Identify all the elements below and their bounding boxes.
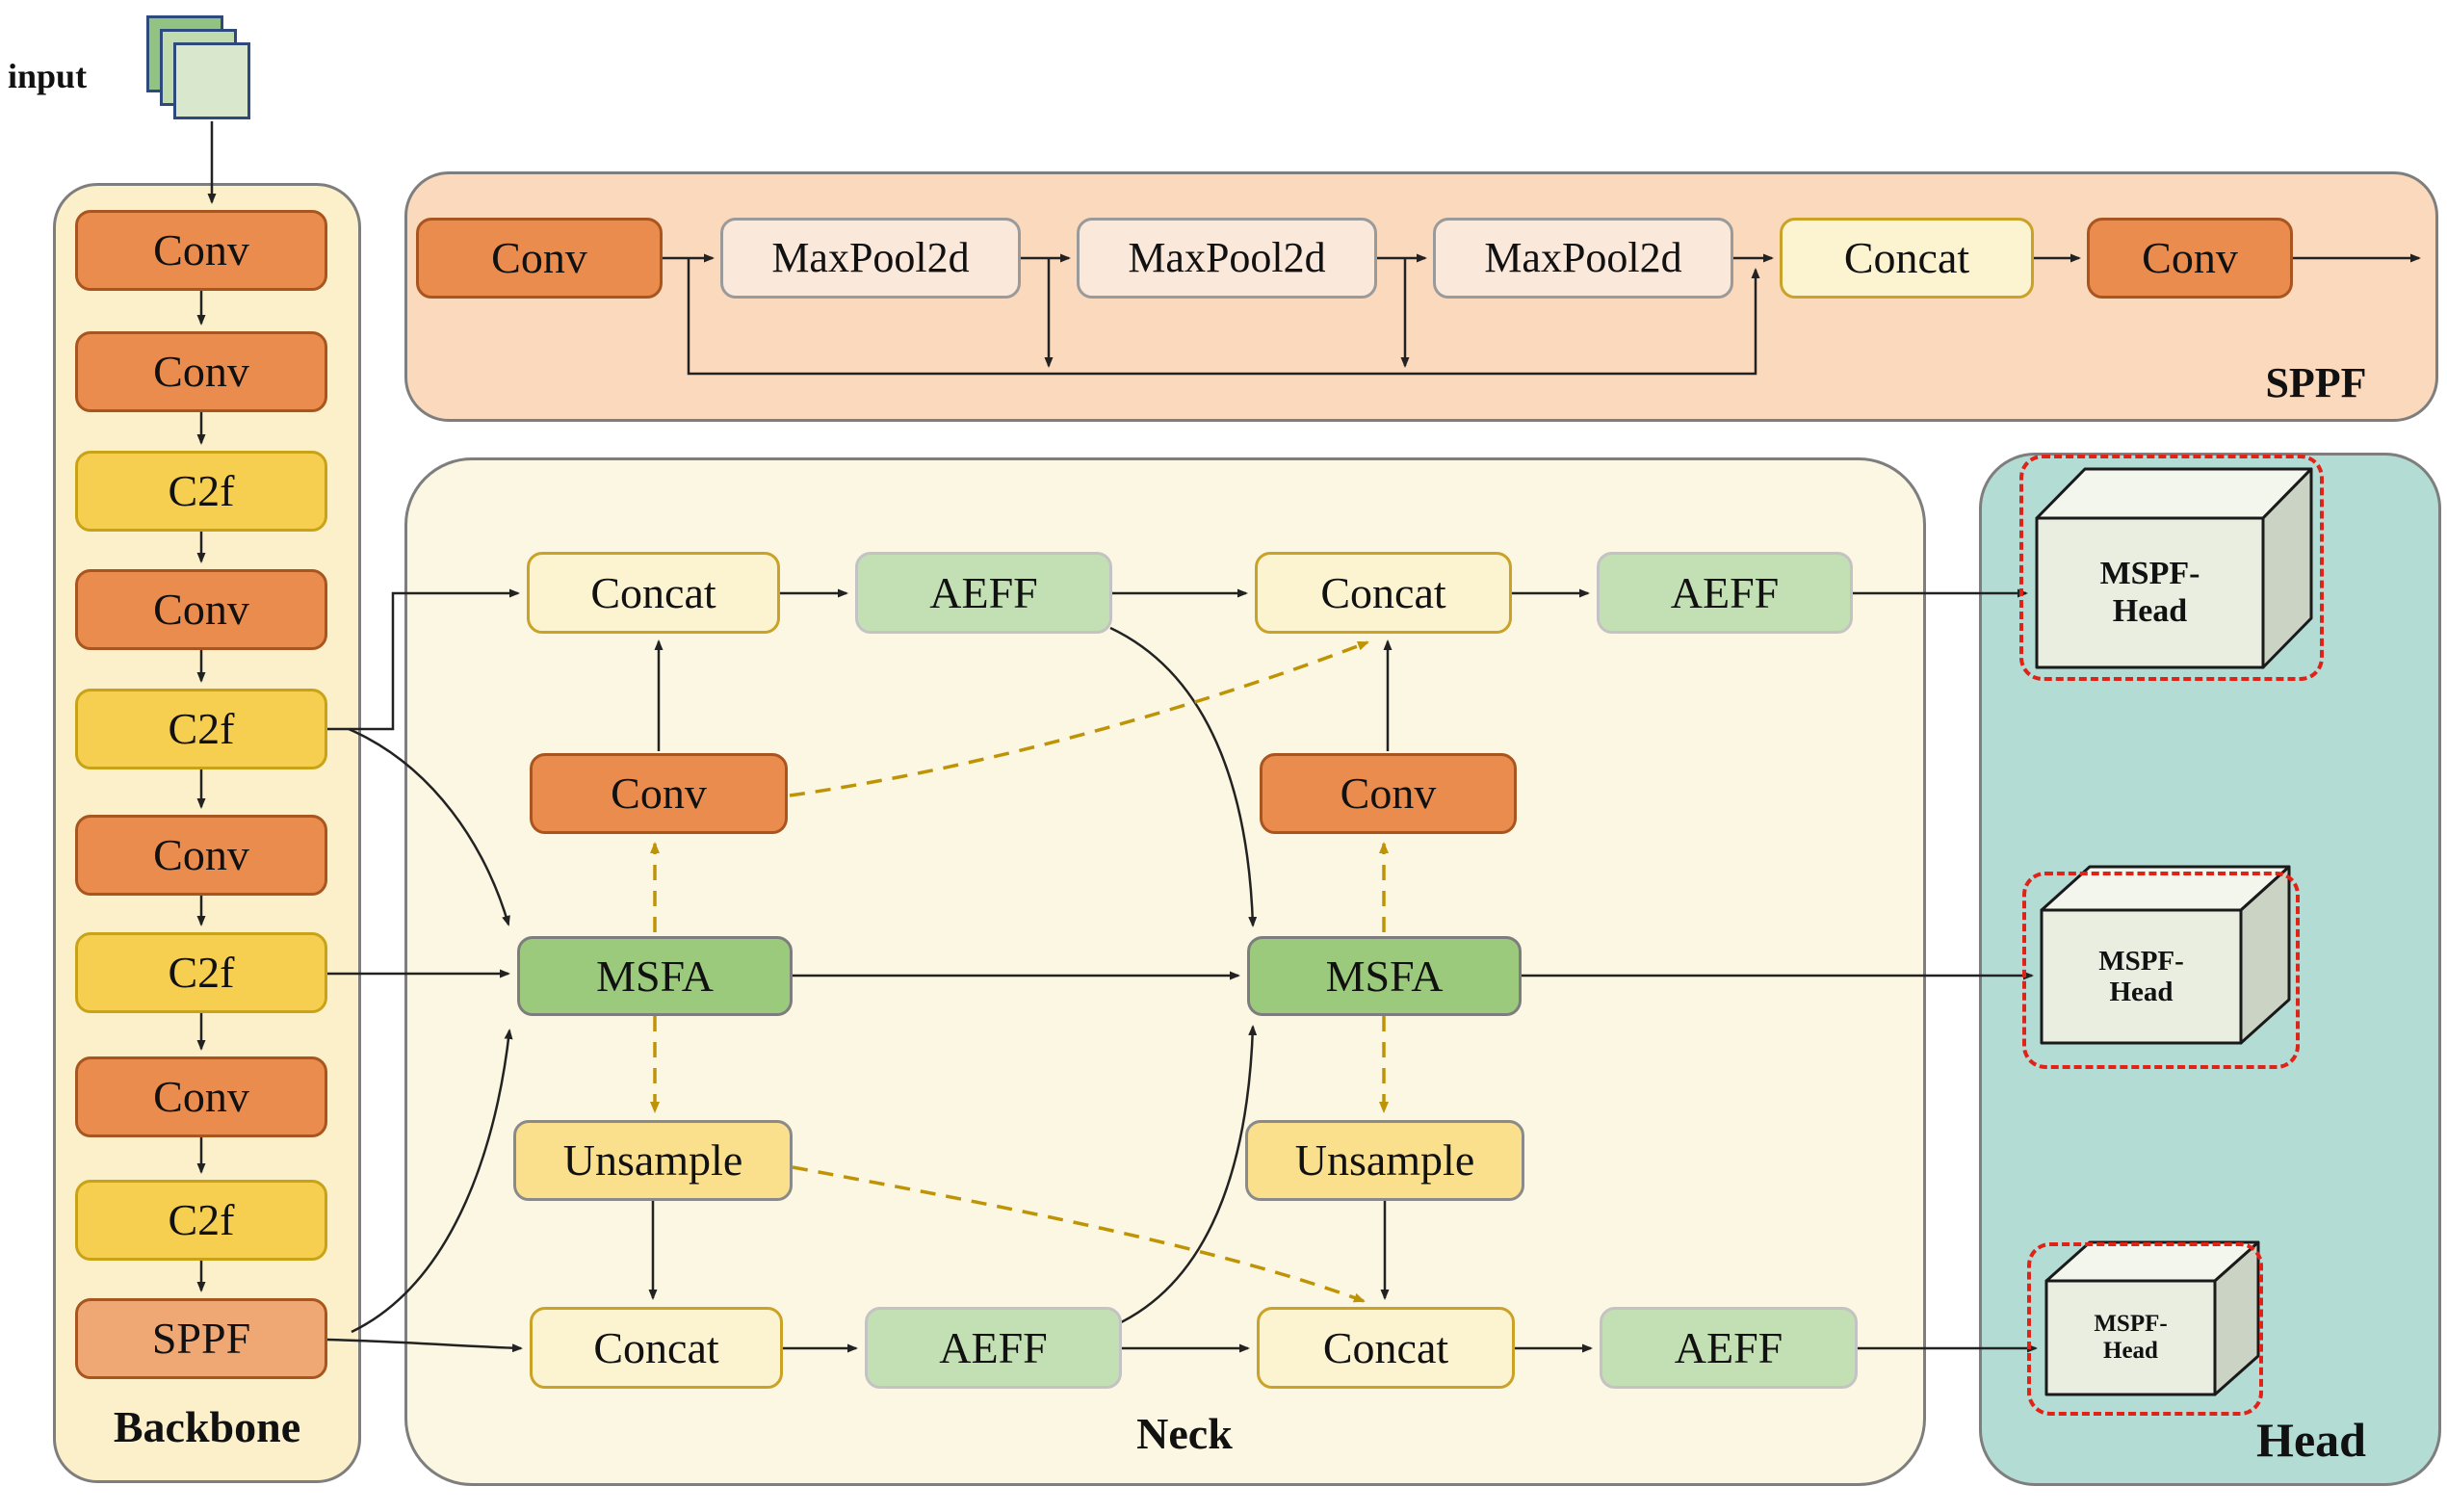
neck-unsample-right: Unsample: [1245, 1120, 1524, 1201]
backbone-block-sppf: SPPF: [75, 1298, 327, 1379]
edge-aeff-msfa-arc: [1109, 626, 1258, 927]
neck-concat-top-left: Concat: [527, 552, 780, 634]
neck-unsample-left: Unsample: [513, 1120, 793, 1201]
edge-sppf-to-concat-bottom: [326, 1338, 523, 1353]
edge-aeff-msfa-arc: [1114, 1025, 1258, 1327]
neck-aeff-top-left: AEFF: [855, 552, 1112, 634]
backbone-block-conv-3: Conv: [75, 569, 327, 650]
mspf-head-1-line2: Head: [2112, 592, 2188, 629]
edge-sppf-to-msfa: [351, 1029, 513, 1334]
backbone-block-c2f-3: C2f: [75, 932, 327, 1013]
neck-aeff-bottom-right: AEFF: [1600, 1307, 1858, 1389]
head-box-front: [2044, 1279, 2217, 1396]
edge-unsample-concat-dashed: [792, 1165, 1366, 1303]
backbone-block-c2f-4: C2f: [75, 1180, 327, 1261]
edge-conv-concat-dashed: [789, 640, 1369, 797]
neck-aeff-top-right: AEFF: [1597, 552, 1853, 634]
neck-msfa-right: MSFA: [1247, 936, 1522, 1016]
sppf-block-conv-2: Conv: [2087, 218, 2293, 299]
sppf-block-maxpool-1: MaxPool2d: [720, 218, 1021, 299]
dashed-connectors: [650, 640, 1389, 1303]
mspf-head-2-line2: Head: [2109, 977, 2174, 1007]
head-label: Head: [2256, 1413, 2366, 1467]
sppf-label: SPPF: [2265, 359, 2367, 406]
head-box-front: [2035, 516, 2265, 669]
neck-concat-top-right: Concat: [1255, 552, 1512, 634]
backbone-block-conv-1: Conv: [75, 210, 327, 291]
edge-c2f-to-concat-top: [327, 588, 520, 731]
input-image-front: [173, 42, 250, 119]
head-3d-boxes: [2035, 467, 2313, 1396]
neck-concat-bottom-right: Concat: [1257, 1307, 1515, 1389]
edge-sppf-bypass: [687, 258, 1760, 376]
backbone-block-conv-5: Conv: [75, 1056, 327, 1137]
solid-connectors: [196, 121, 2421, 1353]
backbone-block-c2f-1: C2f: [75, 451, 327, 532]
neck-conv-left: Conv: [530, 753, 788, 834]
mspf-head-outline-2: [2022, 872, 2300, 1069]
neck-label: Neck: [1136, 1409, 1233, 1458]
backbone-block-c2f-2: C2f: [75, 689, 327, 769]
neck-msfa-left: MSFA: [517, 936, 793, 1016]
head-box-front: [2040, 908, 2243, 1045]
mspf-head-3-line1: MSPF-: [2094, 1311, 2168, 1337]
mspf-head-outline-1: [2019, 455, 2324, 681]
mspf-head-3-line2: Head: [2103, 1338, 2158, 1364]
mspf-head-2-line1: MSPF-: [2098, 945, 2184, 977]
input-label: input: [8, 57, 88, 95]
mspf-head-2: MSPF- Head: [2042, 910, 2241, 1043]
backbone-block-conv-2: Conv: [75, 331, 327, 412]
sppf-block-maxpool-3: MaxPool2d: [1433, 218, 1733, 299]
mspf-head-3: MSPF- Head: [2046, 1281, 2215, 1395]
mspf-head-outline-3: [2027, 1242, 2263, 1416]
mspf-head-1: MSPF- Head: [2037, 518, 2263, 667]
mspf-head-1-line1: MSPF-: [2099, 556, 2200, 592]
edge-c2f-to-msfa: [348, 727, 510, 926]
neck-concat-bottom-left: Concat: [530, 1307, 783, 1389]
neck-conv-right: Conv: [1260, 753, 1517, 834]
sppf-block-conv-1: Conv: [416, 218, 663, 299]
neck-aeff-bottom-left: AEFF: [865, 1307, 1122, 1389]
sppf-block-concat: Concat: [1780, 218, 2034, 299]
backbone-label: Backbone: [113, 1402, 301, 1451]
sppf-block-maxpool-2: MaxPool2d: [1077, 218, 1377, 299]
backbone-block-conv-4: Conv: [75, 815, 327, 896]
